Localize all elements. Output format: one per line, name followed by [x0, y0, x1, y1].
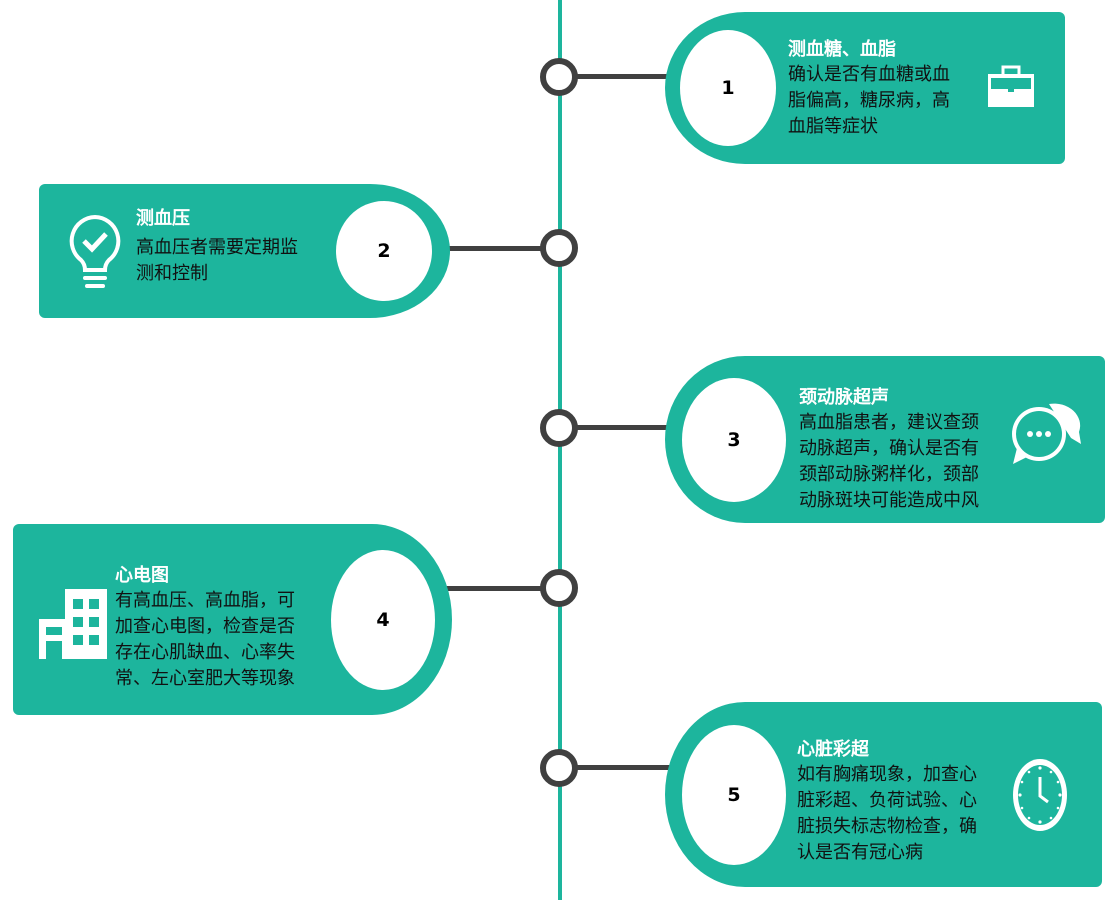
timeline-node-1 — [540, 58, 578, 96]
connector-2 — [440, 246, 545, 251]
step-number-1: 1 — [680, 30, 776, 146]
timeline-node-4 — [540, 569, 578, 607]
step-text-2: 高血压者需要定期监测和控制 — [136, 237, 298, 284]
connector-4 — [445, 586, 545, 591]
chat-bubbles-icon — [1012, 403, 1081, 464]
briefcase-icon — [988, 65, 1034, 107]
step-text-4: 有高血压、高血脂，可加查心电图，检查是否存在心肌缺血、心率失常、左心室肥大等现象 — [115, 590, 295, 689]
step-title-1: 测血糖、血脂 — [788, 39, 896, 60]
lightbulb-check-icon — [69, 214, 121, 288]
timeline-node-5 — [540, 749, 578, 787]
step-title-5: 心脏彩超 — [797, 739, 869, 760]
timeline-node-2 — [540, 229, 578, 267]
step-title-3: 颈动脉超声 — [799, 387, 889, 408]
clock-icon — [1013, 759, 1067, 831]
building-icon — [39, 589, 107, 659]
connector-5 — [575, 765, 675, 770]
step-card-2: 测血压 高血压者需要定期监测和控制 2 — [39, 184, 450, 318]
connector-1 — [575, 74, 675, 79]
step-title-4: 心电图 — [115, 565, 169, 586]
step-card-1: 1 测血糖、血脂 确认是否有血糖或血脂偏高，糖尿病，高血脂等症状 — [665, 12, 1065, 164]
step-text-1: 确认是否有血糖或血脂偏高，糖尿病，高血脂等症状 — [788, 64, 950, 137]
connector-3 — [575, 425, 675, 430]
step-card-3: 3 颈动脉超声 高血脂患者，建议查颈动脉超声，确认是否有颈部动脉粥样化，颈部动脉… — [665, 356, 1105, 523]
timeline-axis — [558, 0, 562, 900]
step-card-4: 心电图 有高血压、高血脂，可加查心电图，检查是否存在心肌缺血、心率失常、左心室肥… — [13, 524, 452, 715]
step-card-5: 5 心脏彩超 如有胸痛现象，加查心脏彩超、负荷试验、心脏损失标志物检查，确认是否… — [665, 702, 1102, 887]
step-number-3: 3 — [682, 378, 786, 502]
timeline-node-3 — [540, 409, 578, 447]
step-text-3: 高血脂患者，建议查颈动脉超声，确认是否有颈部动脉粥样化，颈部动脉斑块可能造成中风 — [799, 412, 979, 511]
step-number-5: 5 — [682, 725, 786, 865]
step-number-4: 4 — [331, 550, 435, 690]
step-text-5: 如有胸痛现象，加查心脏彩超、负荷试验、心脏损失标志物检查，确认是否有冠心病 — [797, 764, 977, 863]
step-number-2: 2 — [336, 201, 432, 301]
step-title-2: 测血压 — [136, 208, 190, 229]
